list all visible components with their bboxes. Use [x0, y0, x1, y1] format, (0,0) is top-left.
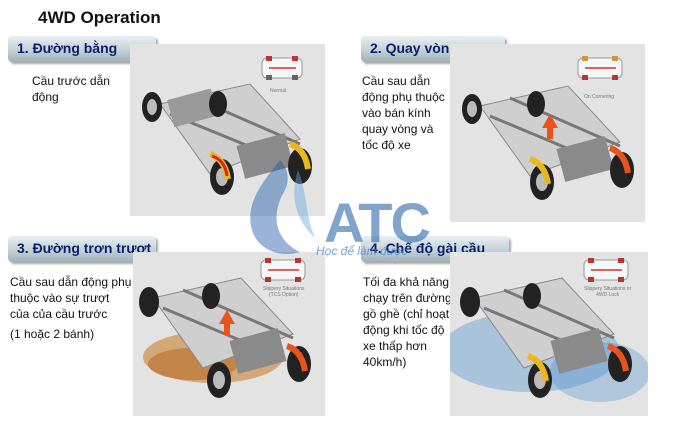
description-line: quay vòng và	[362, 122, 434, 136]
description-line: Cầu trước dẫn	[32, 74, 110, 88]
caption-line: 4WD Lock	[596, 292, 620, 298]
diagram-caption: Normal	[270, 88, 287, 94]
watermark-tagline: Học để làm được	[316, 244, 408, 258]
description-line: chạy trên đường	[363, 291, 452, 305]
description-line: động khi tốc độ	[363, 323, 445, 337]
chassis-illustration	[462, 56, 634, 200]
caption-line: Slippery Situations or	[584, 286, 632, 292]
description-line: động phụ thuộc	[362, 90, 445, 104]
description-line: của của cầu trước	[10, 307, 108, 321]
chassis-illustration	[139, 258, 311, 398]
section-description-slippery-road: Cầu sau dẫn động phụ thuộc vào sự trượt …	[10, 274, 131, 342]
diagram-caption: On Cornering	[584, 94, 615, 100]
chassis-illustration	[142, 56, 312, 195]
description-line: Cầu sau dẫn	[362, 74, 431, 88]
drivetrain-image-normal-road: Normal	[130, 44, 325, 216]
drivetrain-image-slippery-road: Slippery Situations (TCS Option)	[133, 252, 325, 416]
diagram-caption: Slippery Situations (TCS Option)	[263, 286, 304, 298]
caption-line: Slippery Situations	[263, 286, 305, 292]
description-line: tốc độ xe	[362, 138, 411, 152]
description-line: Cầu sau dẫn động phụ	[10, 275, 132, 289]
chassis-illustration	[450, 258, 648, 402]
description-line: động	[32, 90, 59, 104]
description-line: Tối đa khả năng	[363, 275, 450, 289]
section-description-normal-road: Cầu trước dẫn động	[32, 73, 110, 105]
drivetrain-image-4wd-lock: Slippery Situations or 4WD Lock	[450, 252, 648, 416]
description-line: (1 hoặc 2 bánh)	[10, 327, 95, 341]
description-line: gồ ghề (chỉ hoạt	[363, 307, 450, 321]
section-description-4wd-lock: Tối đa khả năng chạy trên đường gồ ghề (…	[363, 274, 452, 370]
section-heading-slippery-road: 3. Đường trơn trượt	[8, 236, 156, 262]
page-title: 4WD Operation	[38, 8, 161, 27]
drivetrain-image-cornering: On Cornering	[450, 44, 645, 222]
description-line: 40km/h)	[363, 355, 407, 369]
diagram-caption: Slippery Situations or 4WD Lock	[584, 286, 631, 298]
description-line: vào bán kính	[362, 106, 431, 120]
description-line: thuộc vào sự trượt	[10, 291, 110, 305]
watermark-brand: ATC	[324, 191, 431, 254]
description-line: xe thấp hơn	[363, 339, 427, 353]
caption-line: (TCS Option)	[268, 292, 299, 298]
section-description-cornering: Cầu sau dẫn động phụ thuộc vào bán kính …	[362, 73, 445, 153]
